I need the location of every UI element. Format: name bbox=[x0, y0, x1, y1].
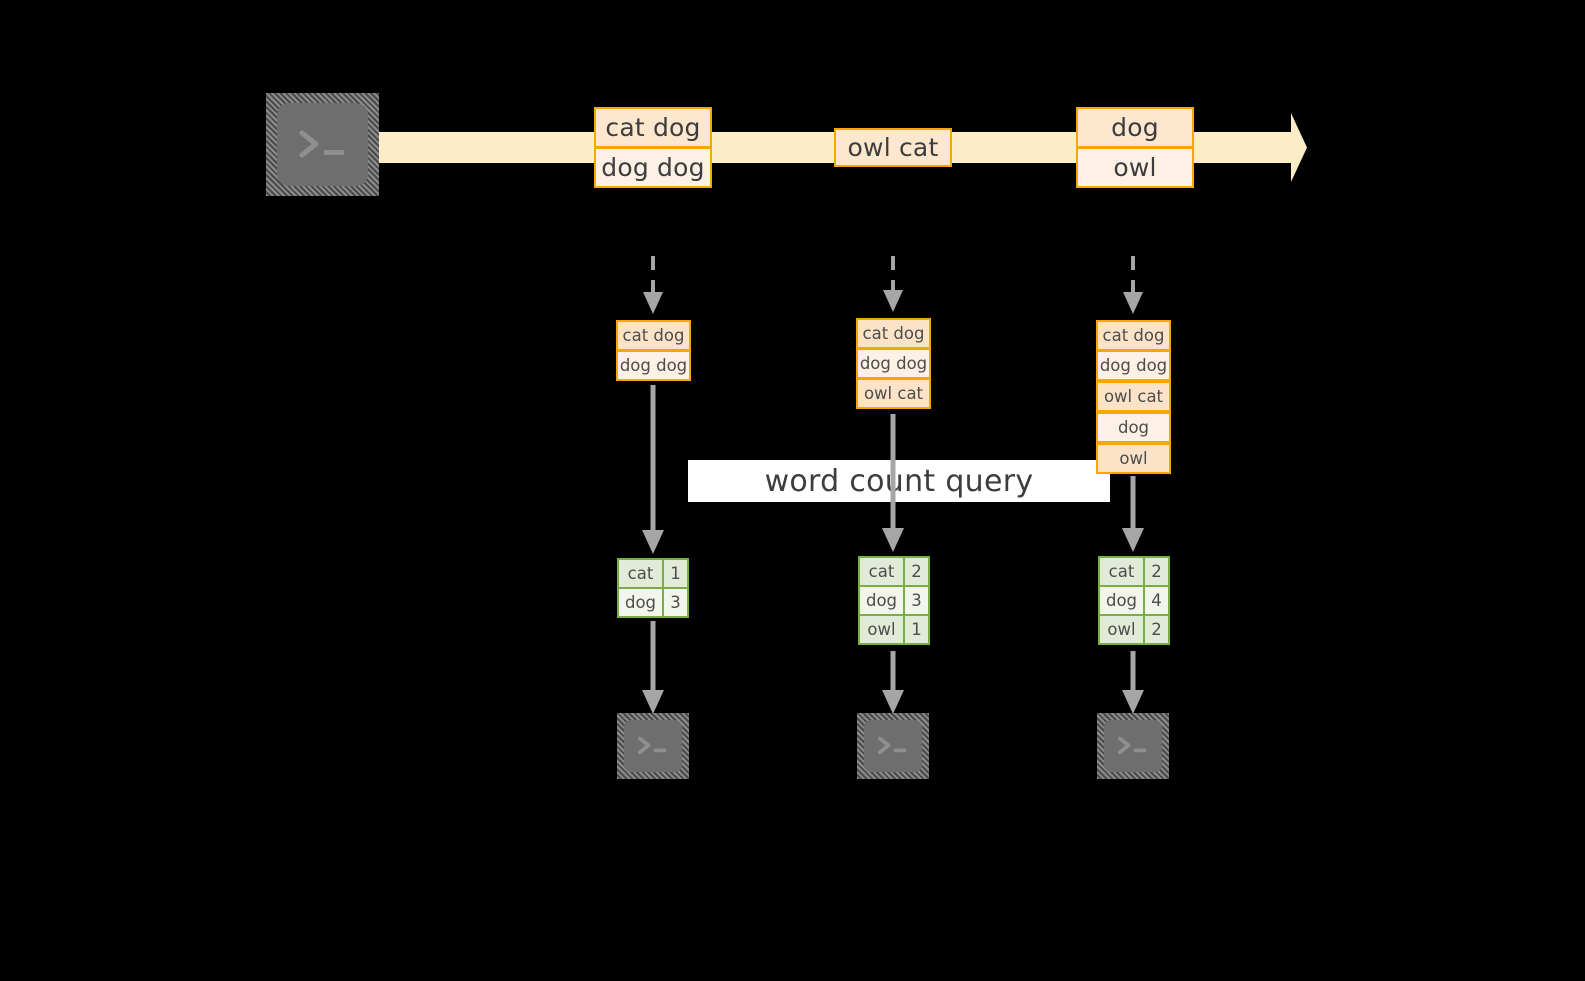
result-table-2: cat 2 dog 3 owl 1 bbox=[858, 556, 930, 649]
sink-terminal-icon[interactable] bbox=[857, 713, 929, 779]
table-cell-count[interactable]: 1 bbox=[662, 558, 689, 589]
snapshot-row[interactable]: cat dog bbox=[616, 320, 691, 351]
snapshot-row[interactable]: owl bbox=[1096, 443, 1171, 474]
table-cell-word[interactable]: dog bbox=[1098, 585, 1145, 616]
table-cell-word[interactable]: owl bbox=[858, 614, 905, 645]
table-cell-word[interactable]: cat bbox=[1098, 556, 1145, 587]
table-cell-word[interactable]: owl bbox=[1098, 614, 1145, 645]
table-cell-count[interactable]: 1 bbox=[903, 614, 930, 645]
snapshot-row[interactable]: dog dog bbox=[1096, 350, 1171, 381]
snapshot-row[interactable]: owl cat bbox=[1096, 381, 1171, 412]
table-cell-count[interactable]: 3 bbox=[662, 587, 689, 618]
table-cell-count[interactable]: 2 bbox=[903, 556, 930, 587]
sink-terminal-icon[interactable] bbox=[1097, 713, 1169, 779]
sink-terminal-body bbox=[864, 719, 922, 773]
stream-record[interactable]: dog bbox=[1076, 107, 1194, 148]
result-table-3: cat 2 dog 4 owl 2 bbox=[1098, 556, 1170, 649]
snapshot-row[interactable]: dog dog bbox=[616, 350, 691, 381]
query-label-text: word count query bbox=[764, 463, 1034, 499]
table-cell-word[interactable]: dog bbox=[617, 587, 664, 618]
snapshot-row[interactable]: cat dog bbox=[856, 318, 931, 349]
sink-terminal-glyph bbox=[617, 713, 689, 779]
stream-record[interactable]: owl bbox=[1076, 147, 1194, 188]
source-terminal-icon[interactable] bbox=[266, 93, 379, 196]
table-cell-word[interactable]: cat bbox=[617, 558, 664, 589]
sink-terminal-glyph bbox=[1097, 713, 1169, 779]
table-cell-word[interactable]: cat bbox=[858, 556, 905, 587]
table-cell-word[interactable]: dog bbox=[858, 585, 905, 616]
table-cell-count[interactable]: 2 bbox=[1143, 614, 1170, 645]
table-cell-count[interactable]: 2 bbox=[1143, 556, 1170, 587]
stream-record[interactable]: dog dog bbox=[594, 147, 712, 188]
sink-terminal-body bbox=[1104, 719, 1162, 773]
source-terminal-body bbox=[277, 103, 368, 186]
stream-record[interactable]: owl cat bbox=[834, 128, 952, 167]
source-terminal-glyph bbox=[266, 93, 379, 196]
sink-terminal-icon[interactable] bbox=[617, 713, 689, 779]
table-cell-count[interactable]: 4 bbox=[1143, 585, 1170, 616]
result-table-1: cat 1 dog 3 bbox=[617, 558, 689, 620]
table-cell-count[interactable]: 3 bbox=[903, 585, 930, 616]
snapshot-row[interactable]: cat dog bbox=[1096, 320, 1171, 351]
query-label-band bbox=[688, 460, 1110, 502]
snapshot-row[interactable]: dog bbox=[1096, 412, 1171, 443]
sink-terminal-glyph bbox=[857, 713, 929, 779]
snapshot-row[interactable]: dog dog bbox=[856, 348, 931, 379]
sink-terminal-body bbox=[624, 719, 682, 773]
snapshot-row[interactable]: owl cat bbox=[856, 378, 931, 409]
